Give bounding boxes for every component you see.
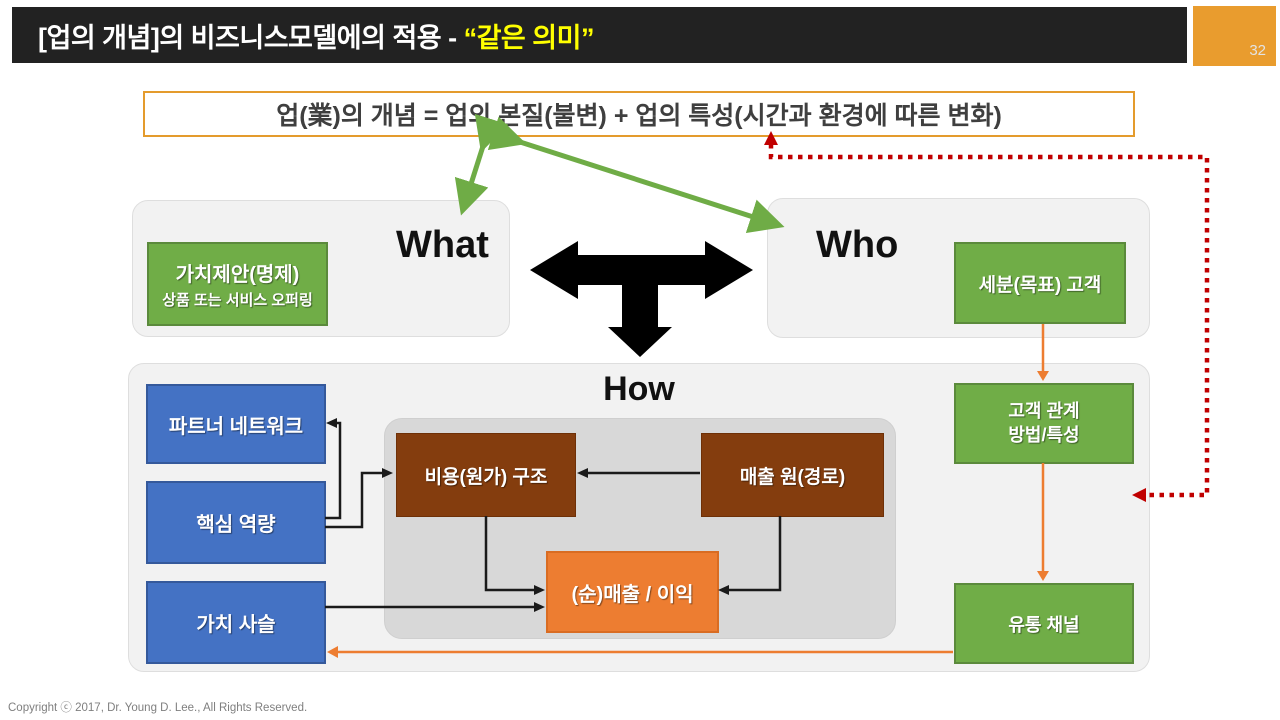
value-proposition-subtitle: 상품 또는 서비스 오퍼링 <box>162 292 313 309</box>
revenue-source-box: 매출 원(경로) <box>701 433 884 517</box>
slide-title: [업의 개념]의 비즈니스모델에의 적용 - “같은 의미” <box>38 16 594 55</box>
page-number: 32 <box>1249 42 1266 59</box>
green-arrow-formula-who <box>487 116 785 234</box>
distribution-channel-label: 유통 채널 <box>1008 614 1080 635</box>
what-label: What <box>396 224 489 266</box>
who-label: Who <box>816 224 899 266</box>
cost-structure-label: 비용(원가) 구조 <box>424 466 548 488</box>
net-profit-box: (순)매출 / 이익 <box>546 551 719 633</box>
copyright-text: Copyright ⓒ 2017, Dr. Young D. Lee., All… <box>8 702 308 714</box>
page-number-box: 32 <box>1193 6 1276 66</box>
partner-network-box: 파트너 네트워크 <box>146 384 326 464</box>
customer-relation-line1: 고객 관계 <box>1008 401 1080 422</box>
slide-title-accent: “같은 의미” <box>463 22 595 53</box>
core-competence-label: 핵심 역량 <box>196 514 276 536</box>
how-down-arrow-icon <box>608 270 672 357</box>
how-panel: How 파트너 네트워크 핵심 역량 가치 사슬 비용(원가) 구조 매출 원(… <box>128 363 1150 672</box>
target-customer-box: 세분(목표) 고객 <box>954 242 1126 324</box>
value-proposition-box: 가치제안(명제) 상품 또는 서비스 오퍼링 <box>147 242 328 326</box>
concept-formula-box: 업(業)의 개념 = 업의 본질(불변) + 업의 특성(시간과 환경에 따른 … <box>143 91 1135 137</box>
cost-structure-box: 비용(원가) 구조 <box>396 433 576 517</box>
concept-formula-text: 업(業)의 개념 = 업의 본질(불변) + 업의 특성(시간과 환경에 따른 … <box>276 102 1002 130</box>
green-arrow-formula-what <box>454 113 509 216</box>
who-panel: Who 세분(목표) 고객 <box>767 198 1150 338</box>
what-panel: What 가치제안(명제) 상품 또는 서비스 오퍼링 <box>132 200 510 337</box>
customer-relation-line2: 방법/특성 <box>1008 424 1080 445</box>
target-customer-label: 세분(목표) 고객 <box>978 274 1102 296</box>
value-chain-label: 가치 사슬 <box>196 614 276 636</box>
what-who-bidirectional-arrow-icon <box>530 241 753 299</box>
core-competence-box: 핵심 역량 <box>146 481 326 564</box>
how-label: How <box>603 370 675 408</box>
value-proposition-title: 가치제안(명제) <box>175 264 300 286</box>
partner-network-label: 파트너 네트워크 <box>168 415 304 438</box>
slide-title-main: [업의 개념]의 비즈니스모델에의 적용 - <box>38 22 464 53</box>
revenue-source-label: 매출 원(경로) <box>739 466 846 488</box>
value-chain-box: 가치 사슬 <box>146 581 326 664</box>
distribution-channel-box: 유통 채널 <box>954 583 1134 664</box>
customer-relation-box: 고객 관계 방법/특성 <box>954 383 1134 464</box>
net-profit-label: (순)매출 / 이익 <box>571 583 694 606</box>
slide-title-bar: [업의 개념]의 비즈니스모델에의 적용 - “같은 의미” <box>12 7 1187 63</box>
